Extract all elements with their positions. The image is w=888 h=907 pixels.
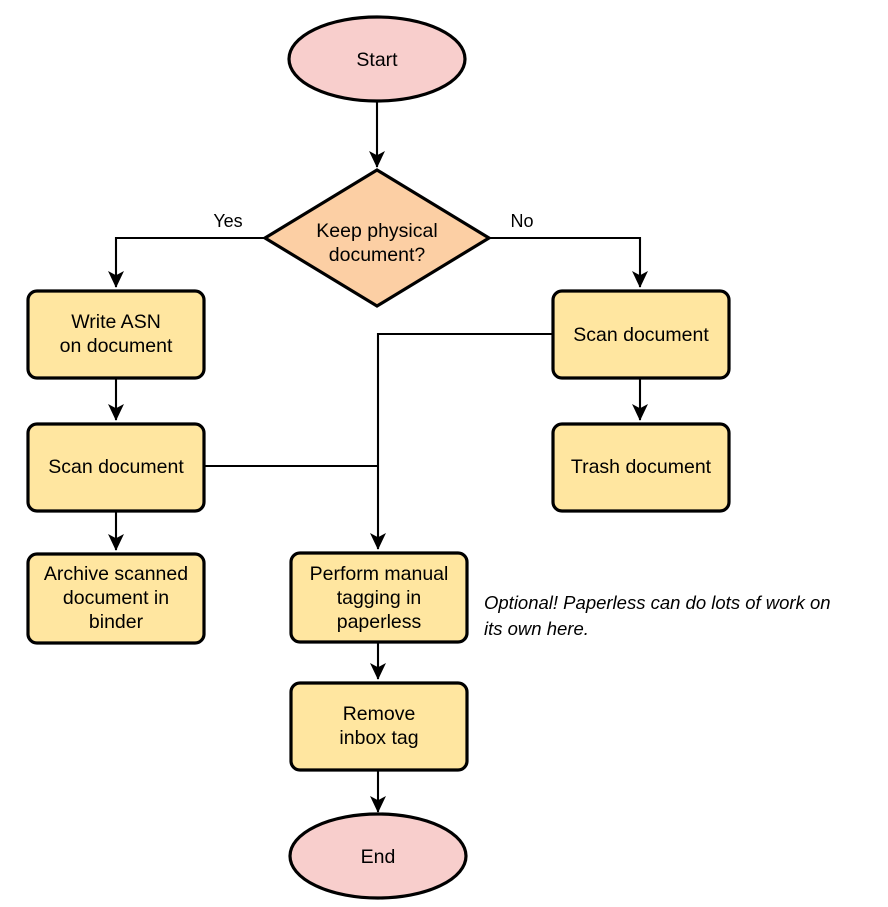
node-scan-document-left[interactable]: Scan document: [26, 422, 206, 513]
node-decision-keep-physical-document[interactable]: Keep physical document?: [261, 168, 493, 308]
scan-document-right-label: Scan document: [573, 324, 709, 346]
archive-box: [26, 552, 206, 645]
edge-label-yes: Yes: [213, 211, 242, 231]
node-archive-scanned-document[interactable]: Archive scanned document in binder: [26, 552, 206, 645]
scan-document-left-box: [26, 422, 206, 513]
tagging-label-line1: Perform manual: [310, 563, 449, 585]
archive-label-line3: binder: [89, 611, 144, 633]
archive-label-line1: Archive scanned: [44, 563, 188, 585]
optional-note-line1: Optional! Paperless can do lots of work …: [484, 592, 831, 613]
connector-scan-right-to-tagging: [370, 332, 552, 550]
trash-document-box: [551, 422, 731, 513]
scan-document-left-label: Scan document: [48, 456, 184, 478]
node-end[interactable]: End: [288, 812, 468, 900]
end-label: End: [361, 846, 396, 868]
start-label: Start: [356, 49, 398, 71]
node-start[interactable]: Start: [287, 15, 467, 103]
node-write-asn-on-document[interactable]: Write ASN on document: [26, 289, 206, 380]
tagging-box: [289, 551, 469, 644]
connector-decision-yes-to-write-asn: [108, 236, 264, 288]
connector-decision-no-to-scan-right: [490, 236, 648, 288]
decision-diamond: [261, 168, 493, 308]
archive-label-line2: document in: [63, 587, 169, 609]
node-scan-document-right[interactable]: Scan document: [551, 289, 731, 380]
write-asn-label-line1: Write ASN: [71, 311, 161, 333]
node-trash-document[interactable]: Trash document: [551, 422, 731, 513]
node-remove-inbox-tag[interactable]: Remove inbox tag: [289, 681, 469, 772]
decision-label-line1: Keep physical: [316, 220, 437, 242]
start-ellipse: [287, 15, 467, 103]
write-asn-label-line2: on document: [60, 335, 173, 357]
remove-inbox-tag-box: [289, 681, 469, 772]
decision-label-line2: document?: [329, 244, 426, 266]
remove-inbox-label-line1: Remove: [343, 703, 416, 725]
tagging-label-line3: paperless: [337, 611, 422, 633]
annotation-optional-note: Optional! Paperless can do lots of work …: [484, 592, 831, 639]
write-asn-box: [26, 289, 206, 380]
node-perform-manual-tagging[interactable]: Perform manual tagging in paperless: [289, 551, 469, 644]
trash-document-label: Trash document: [571, 456, 712, 478]
optional-note-line2: its own here.: [484, 618, 589, 639]
end-ellipse: [288, 812, 468, 900]
tagging-label-line2: tagging in: [337, 587, 422, 609]
remove-inbox-label-line2: inbox tag: [339, 727, 418, 749]
edge-label-no: No: [510, 211, 533, 231]
scan-document-right-box: [551, 289, 731, 380]
